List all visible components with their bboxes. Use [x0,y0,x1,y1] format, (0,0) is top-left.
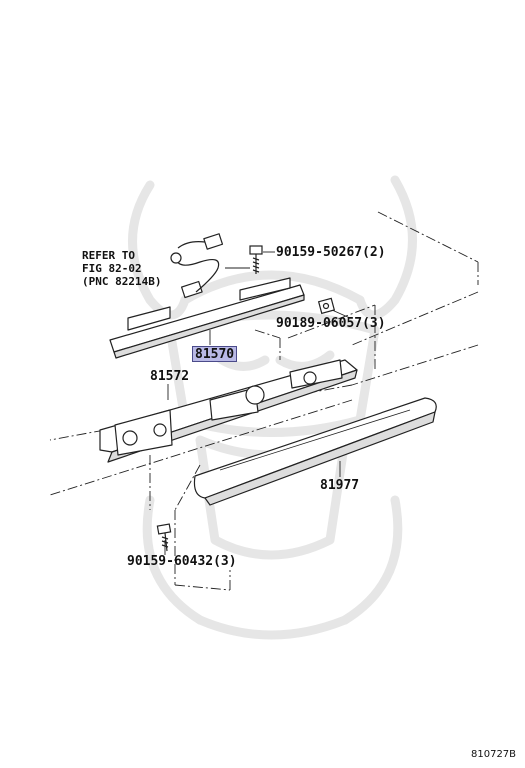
part-label-screw-bottom[interactable]: 90159-60432(3) [127,554,237,569]
part-label-lamp-housing[interactable]: 81572 [150,369,190,384]
screw-bottom-icon [156,523,172,552]
reference-note-line-3: (PNC 82214B) [82,275,162,288]
lamp-housing [99,359,358,463]
figure-id: 810727B [471,749,517,760]
screw-top-icon [249,245,263,274]
nut-clip-icon [317,297,336,315]
lens-cover [193,397,437,506]
high-mount-stop-lamp-assy [109,233,305,359]
part-label-nut[interactable]: 90189-06057(3) [276,316,386,331]
part-label-lens-cover[interactable]: 81977 [320,478,360,493]
reference-note-line-1: REFER TO [82,249,135,262]
reference-note-line-2: FIG 82-02 [82,262,142,275]
reference-note: REFER TO FIG 82-02 (PNC 82214B) [82,249,161,288]
part-label-screw-top[interactable]: 90159-50267(2) [276,245,386,260]
part-label-lamp-assy[interactable]: 81570 [192,346,238,362]
